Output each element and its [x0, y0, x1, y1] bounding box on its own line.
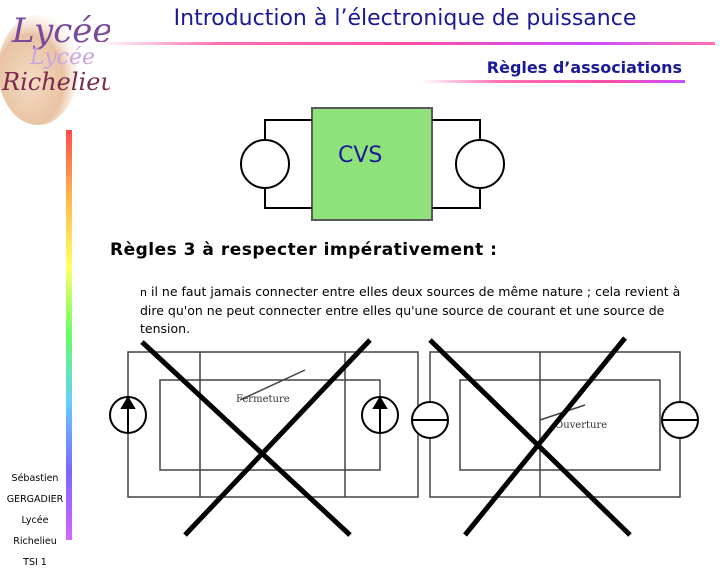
author-last-name: GERGADIER	[6, 494, 64, 505]
author-first-name: Sébastien	[11, 473, 59, 484]
page-title: Introduction à l’électronique de puissan…	[173, 6, 637, 31]
switch-closing	[239, 369, 306, 401]
subtitle-underline	[420, 80, 685, 83]
cross-left-1	[140, 340, 352, 537]
right-wire-top	[432, 119, 481, 140]
label-fermeture: Fermeture	[236, 394, 290, 405]
current-source-left	[109, 396, 147, 434]
voltage-source-left	[411, 401, 449, 439]
cross-right-1	[428, 338, 632, 537]
current-source-right	[361, 396, 399, 434]
cvs-diagram	[240, 107, 505, 221]
rules-heading: Règles 3 à respecter impérativement :	[110, 240, 498, 260]
author-school: Lycée Richelieu	[13, 515, 57, 547]
logo-text-lycee-2: Lycée	[29, 45, 95, 70]
bullet-icon: n	[140, 286, 147, 299]
title-underline	[95, 42, 715, 45]
section-subtitle: Règles d’associations	[486, 58, 682, 77]
rule-item-text: il ne faut jamais connecter entre elles …	[140, 284, 681, 336]
rainbow-bar	[66, 130, 72, 540]
lycee-richelieu-logo: Lycée Lycée Richelieu	[0, 0, 116, 130]
label-ouverture: Ouverture	[555, 420, 607, 431]
forbidden-associations-diagram: Fermeture Ouverture	[109, 336, 699, 537]
logo-text-richelieu: Richelieu	[1, 68, 110, 96]
cvs-label: CVS	[338, 143, 383, 168]
author-class: TSI 1	[23, 557, 47, 568]
left-wire-bottom	[264, 188, 312, 209]
cross-out-marks	[140, 336, 632, 537]
cvs-box	[311, 107, 433, 221]
cross-right-2	[463, 336, 627, 537]
right-source-circle	[455, 139, 505, 189]
voltage-source-right	[661, 401, 699, 439]
left-source-circle	[240, 139, 290, 189]
right-wire-bottom	[432, 188, 481, 209]
author-block: Sébastien GERGADIER Lycée Richelieu TSI …	[0, 468, 70, 573]
cross-left-2	[183, 338, 372, 537]
left-wire-top	[264, 119, 312, 140]
